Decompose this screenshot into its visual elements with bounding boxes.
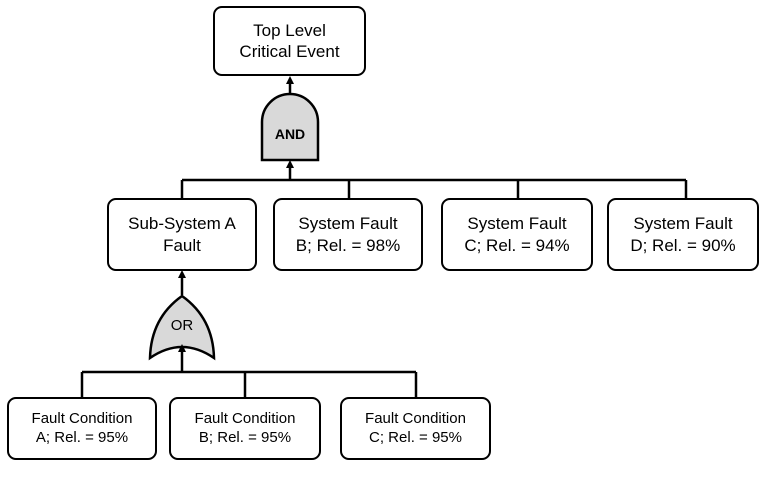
top-event-line1: Top Level (253, 20, 326, 40)
level2-box-0-line2: Fault (163, 235, 201, 255)
top-event-line2: Critical Event (239, 42, 340, 61)
level3-box-0-line2: A; Rel. = 95% (35, 428, 129, 446)
level2-box-2-line2: C; Rel. = 94% (464, 235, 570, 255)
level2-box-2: System Fault C; Rel. = 94% (441, 198, 593, 271)
level2-box-2-line1: System Fault (467, 214, 567, 234)
level3-box-2: Fault Condition C; Rel. = 95% (340, 397, 491, 460)
level3-box-1-line1: Fault Condition (194, 409, 296, 427)
level3-box-0: Fault Condition A; Rel. = 95% (7, 397, 157, 460)
level2-box-0-line1: Sub-System A (128, 214, 236, 234)
level2-box-1-line1: System Fault (298, 214, 398, 234)
level3-box-0-line1: Fault Condition (31, 409, 133, 427)
level3-box-2-line2: C; Rel. = 95% (369, 428, 462, 446)
level2-box-1: System Fault B; Rel. = 98% (273, 198, 423, 271)
level2-box-3-line2: D; Rel. = 90% (630, 235, 736, 255)
level3-box-2-line1: Fault Condition (365, 409, 466, 427)
level2-box-1-line2: B; Rel. = 98% (295, 235, 401, 255)
level2-box-3: System Fault D; Rel. = 90% (607, 198, 759, 271)
top-event-box: Top Level Critical Event (213, 6, 366, 76)
level3-box-1: Fault Condition B; Rel. = 95% (169, 397, 321, 460)
and-gate-label: AND (274, 126, 306, 142)
level2-box-0: Sub-System A Fault (107, 198, 257, 271)
level2-box-3-line1: System Fault (633, 214, 733, 234)
and-gate-shape (260, 92, 320, 162)
or-gate-label: OR (170, 317, 194, 334)
level3-box-1-line2: B; Rel. = 95% (198, 428, 292, 446)
